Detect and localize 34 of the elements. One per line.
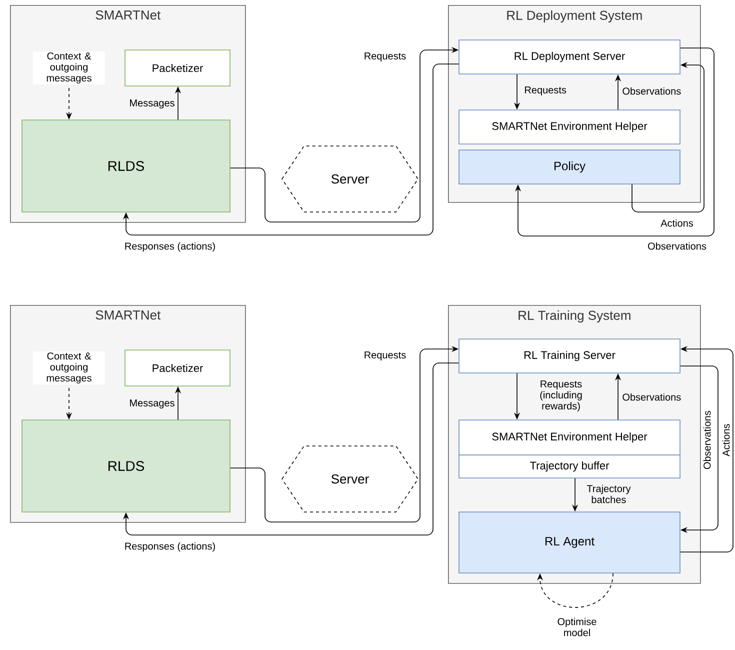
process-box: RL Agent (458, 512, 680, 574)
edge-label: Trajectory batches (580, 484, 638, 504)
edge-label: Observations (646, 241, 708, 251)
process-box: Packetizer (124, 50, 230, 86)
edge-label: Requests (including rewards) (529, 380, 593, 412)
edge-label: Context & outgoing messages (33, 351, 105, 385)
process-box: RLDS (22, 420, 230, 512)
edge-label: Requests (362, 52, 408, 62)
edge-label: Responses (actions) (123, 241, 217, 253)
arrow (122, 64, 459, 236)
edge-label: Context & outgoing messages (33, 51, 105, 85)
edge-label: Actions (721, 422, 731, 458)
arrow (122, 362, 459, 536)
process-box: RLDS (22, 120, 230, 212)
process-box: RL Training Server (458, 338, 680, 374)
process-box: Packetizer (124, 350, 230, 386)
process-box: SMARTNet Environment Helper (458, 110, 680, 144)
arrow (514, 48, 714, 236)
edge-label: Requests (362, 350, 408, 362)
arrow (536, 573, 614, 608)
edge-label: Responses (actions) (123, 541, 217, 553)
edge-label: Requests (523, 86, 568, 96)
process-box: Trajectory buffer (458, 454, 680, 478)
edge-label: Messages (128, 398, 176, 410)
process-box: SMARTNet Environment Helper (458, 420, 680, 456)
server-hexagon: Server (282, 146, 418, 212)
edge-label: Actions (660, 218, 694, 228)
process-box: Policy (458, 150, 680, 184)
server-hexagon: Server (282, 446, 418, 512)
edge-label: Observations (702, 410, 712, 470)
edge-label: Optimise model (548, 616, 606, 638)
edge-label: Messages (128, 98, 176, 110)
process-box: RL Deployment Server (458, 40, 680, 74)
arrow (680, 366, 718, 534)
